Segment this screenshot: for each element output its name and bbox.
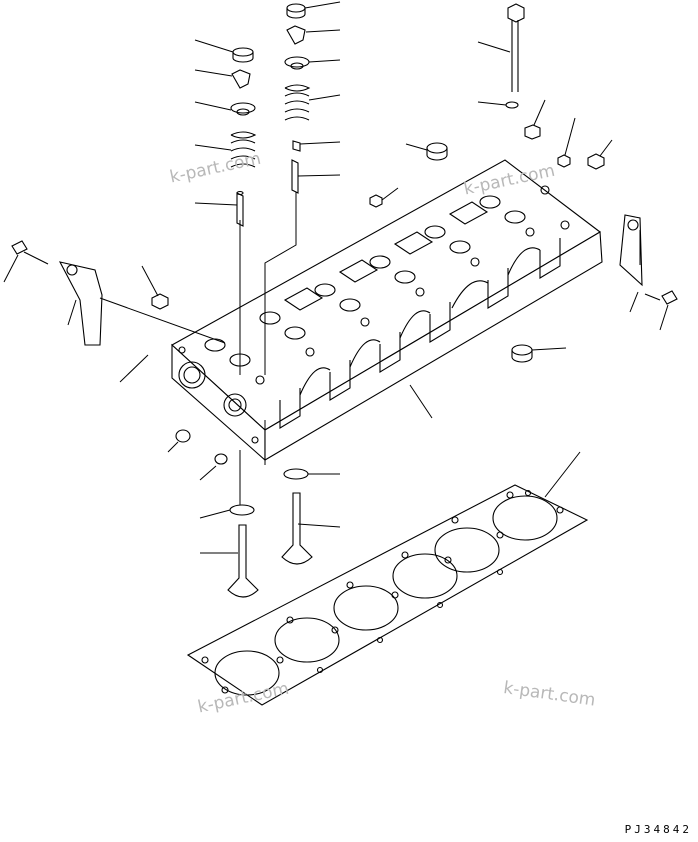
valve-parts-left (230, 47, 257, 227)
head-bolt (505, 3, 525, 109)
bracket-bolts (11, 240, 678, 305)
small-plugs (151, 124, 605, 363)
lifting-bracket-rear (619, 214, 643, 287)
valve-parts-right (284, 3, 311, 194)
head-gasket (186, 484, 589, 706)
cylinder-head (171, 159, 603, 462)
leader-lines (3, 1, 669, 554)
lower-valve-parts (175, 429, 313, 598)
lifting-bracket-front (58, 261, 103, 346)
drawing-code: PJ34842 (624, 823, 692, 836)
